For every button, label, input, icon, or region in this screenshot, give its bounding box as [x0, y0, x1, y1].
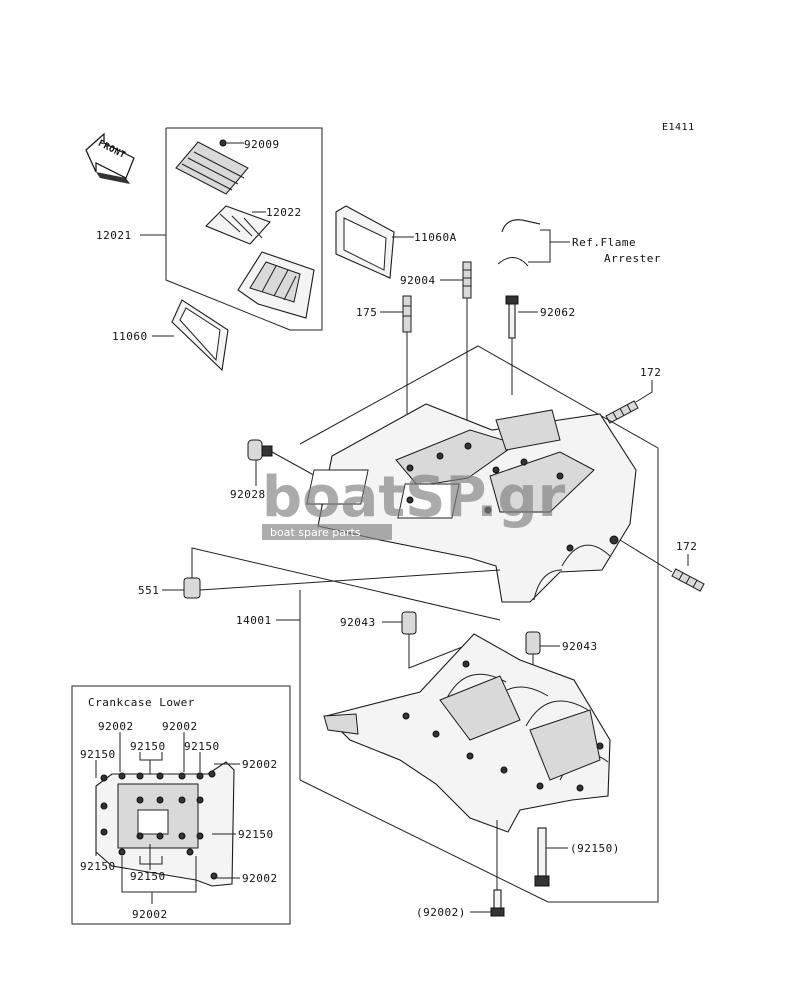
- inset-label-7: 92150: [238, 828, 274, 841]
- label-172-upper: 172: [640, 366, 661, 379]
- dowel-92043-right: [525, 631, 541, 655]
- label-92002-paren: (92002): [416, 906, 466, 919]
- watermark-tagline: boat spare parts: [270, 526, 361, 539]
- watermark-brand: boatSP.gr: [262, 465, 566, 530]
- ref-note-line1: Ref.Flame: [572, 236, 636, 249]
- bolt-92150: [534, 827, 550, 887]
- label-175: 175: [356, 306, 377, 319]
- gasket-11060a: [335, 205, 395, 279]
- inset-crankcase-lower: Crankcase Lower 92002 92002 92150 92150 …: [71, 685, 291, 925]
- label-11060a: 11060A: [414, 231, 457, 244]
- inset-label-1: 92002: [98, 720, 134, 733]
- label-172-right: 172: [676, 540, 697, 553]
- front-arrow-icon: FRONT: [85, 132, 135, 184]
- label-92062: 92062: [540, 306, 576, 319]
- flame-arrester-fitting: [497, 219, 541, 267]
- inset-label-8: 92150: [80, 860, 116, 873]
- crankcase-upper: [299, 345, 659, 903]
- stud-172-right: [671, 568, 705, 592]
- label-12022: 12022: [266, 206, 302, 219]
- inset-label-6: 92002: [242, 758, 278, 771]
- reed-petal-plate: [175, 141, 249, 195]
- inset-label-11: 92002: [132, 908, 168, 921]
- label-92043-right: 92043: [562, 640, 598, 653]
- bolt-92002: [490, 889, 505, 917]
- plug-92028: [247, 439, 273, 461]
- label-92009: 92009: [244, 138, 280, 151]
- label-92004: 92004: [400, 274, 436, 287]
- reed-valve-kit-box: [165, 127, 323, 331]
- stud-175: [402, 295, 412, 333]
- inset-label-2: 92002: [162, 720, 198, 733]
- label-551: 551: [138, 584, 159, 597]
- inset-title: Crankcase Lower: [88, 696, 195, 709]
- inset-label-4: 92150: [130, 740, 166, 753]
- screw-92009: [219, 139, 227, 147]
- dowel-551: [183, 577, 201, 599]
- label-92028: 92028: [230, 488, 266, 501]
- crankcase-lower: [299, 633, 611, 903]
- inset-label-9: 92150: [130, 870, 166, 883]
- watermark-logo: boatSP.gr boat spare parts: [262, 465, 566, 540]
- label-92150-paren: (92150): [570, 842, 620, 855]
- dowel-92043-left: [401, 611, 417, 635]
- inset-label-10: 92002: [242, 872, 278, 885]
- diagram-code: E1411: [662, 122, 695, 133]
- gasket-11060: [171, 299, 229, 372]
- label-14001: 14001: [236, 614, 272, 627]
- label-92043-left: 92043: [340, 616, 376, 629]
- ref-note-line2: Arrester: [604, 252, 661, 265]
- stud-172-upper: [605, 400, 639, 424]
- stud-92004: [462, 261, 472, 299]
- label-12021: 12021: [96, 229, 132, 242]
- bolt-92062: [505, 295, 519, 305]
- inset-label-3: 92150: [80, 748, 116, 761]
- label-11060: 11060: [112, 330, 148, 343]
- inset-label-5: 92150: [184, 740, 220, 753]
